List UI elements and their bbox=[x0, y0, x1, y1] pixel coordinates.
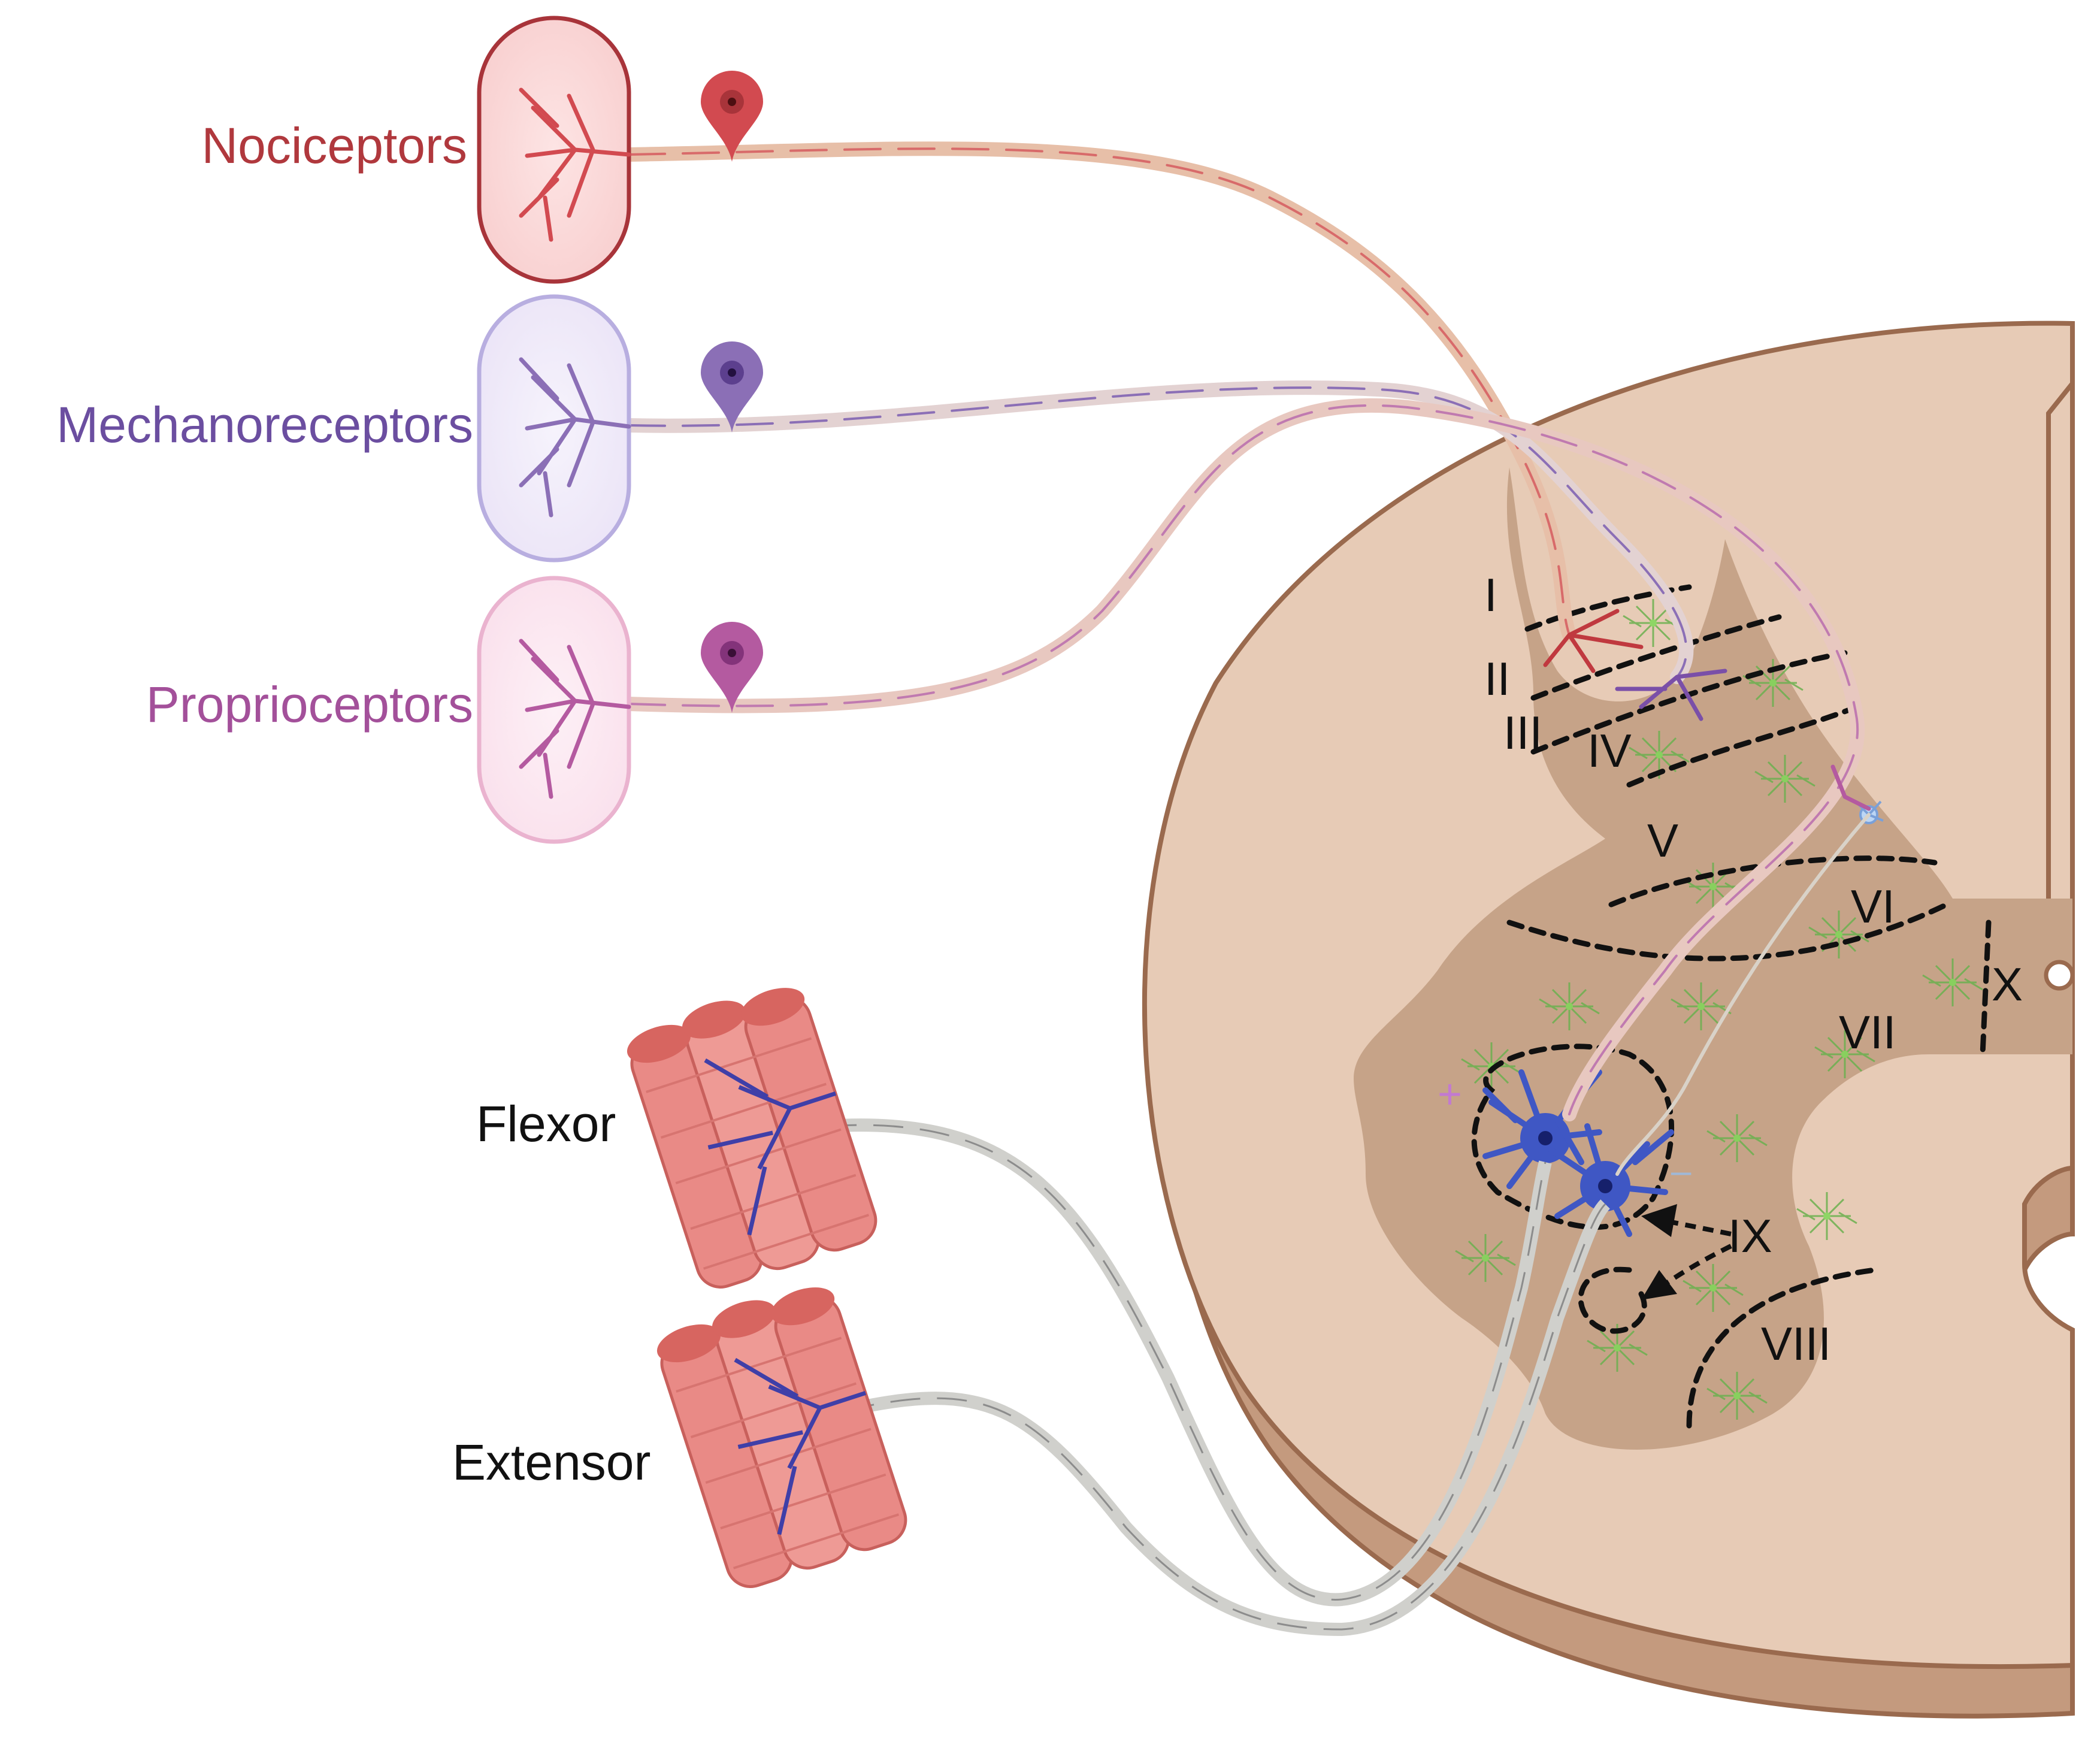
boundary-iv-v bbox=[1626, 704, 1860, 788]
receptor-proprioceptor: Proprioceptors bbox=[146, 576, 763, 844]
boundary-v-vi bbox=[1608, 855, 1938, 908]
lamina-label-viii: VIII bbox=[1761, 1317, 1831, 1370]
boundary-ix-pool bbox=[1471, 1044, 1675, 1230]
lamina-label-vii: VII bbox=[1839, 1006, 1896, 1059]
glia-icon bbox=[1808, 911, 1869, 958]
efferent-fibers bbox=[826, 1118, 1611, 1637]
extensor-label: Extensor bbox=[452, 1434, 651, 1490]
extensor-muscle-icon bbox=[656, 1287, 907, 1589]
glia-icon bbox=[1587, 1324, 1648, 1372]
nociceptor-soma-icon bbox=[701, 71, 763, 162]
proprioceptor-soma-icon bbox=[701, 622, 763, 713]
glia-icon bbox=[1814, 1030, 1875, 1078]
lamina-boundaries bbox=[1471, 584, 1992, 1429]
receptor-nociceptor: Nociceptors bbox=[201, 16, 763, 284]
lamina-label-ix: IX bbox=[1728, 1209, 1772, 1262]
interneuron-loop bbox=[1578, 1266, 1647, 1334]
proprioceptor-ending-icon bbox=[519, 639, 631, 799]
glia-icon bbox=[1922, 958, 1983, 1006]
flexor-label: Flexor bbox=[476, 1096, 616, 1152]
glia-icon bbox=[1742, 659, 1804, 707]
glia-icon bbox=[1706, 1372, 1768, 1420]
nociceptor-fiber bbox=[622, 141, 1644, 673]
boundary-ii-iii bbox=[1530, 614, 1782, 701]
dorsal-median-septum bbox=[2046, 382, 2075, 899]
boundary-viii bbox=[1686, 1267, 1878, 1429]
proprioceptors-label: Proprioceptors bbox=[146, 676, 473, 733]
boundary-vi-vii bbox=[1506, 902, 1950, 961]
glia-icon bbox=[1629, 731, 1690, 779]
nociceptor-ending-icon bbox=[519, 87, 631, 242]
flexor-muscle: Flexor bbox=[476, 988, 877, 1289]
mechanoreceptor-capsule bbox=[477, 294, 631, 562]
mechanoreceptor-fiber bbox=[622, 380, 1727, 721]
proprioceptor-fiber bbox=[622, 398, 1871, 1121]
boundary-i-ii bbox=[1524, 584, 1692, 632]
lamina-label-i: I bbox=[1484, 568, 1497, 621]
glia-icon bbox=[1683, 1264, 1744, 1312]
arrows bbox=[1641, 1204, 1732, 1300]
extensor-muscle: Extensor bbox=[452, 1287, 907, 1589]
lamina-label-vi: VI bbox=[1851, 880, 1895, 933]
glia-clusters bbox=[1455, 599, 1983, 1420]
arrow-ix-to-neuron bbox=[1671, 1220, 1732, 1236]
lamina-label-ii: II bbox=[1484, 652, 1510, 705]
central-canal bbox=[2044, 960, 2075, 991]
flexor-muscle-icon bbox=[627, 988, 877, 1289]
glia-icon bbox=[1623, 599, 1684, 647]
interneuron-projection bbox=[1615, 813, 1871, 1176]
glia-icon bbox=[1539, 982, 1600, 1030]
boundary-vii-x bbox=[1980, 920, 1992, 1057]
afferent-fibers bbox=[622, 141, 1871, 1176]
mechanoreceptor-soma-icon bbox=[701, 341, 763, 433]
receptor-mechanoreceptor: Mechanoreceptors bbox=[56, 294, 763, 562]
proprioceptor-capsule bbox=[477, 576, 631, 844]
glia-icon bbox=[1683, 863, 1744, 911]
glia-icon bbox=[1455, 1234, 1516, 1282]
nociceptors-label: Nociceptors bbox=[201, 117, 467, 174]
motor-neurons bbox=[1482, 800, 1884, 1237]
arrow-head-icon bbox=[1641, 1270, 1677, 1300]
glia-icon bbox=[1671, 982, 1732, 1030]
lamina-label-v: V bbox=[1647, 814, 1678, 867]
lamina-label-iv: IV bbox=[1587, 724, 1632, 777]
nociceptor-capsule bbox=[477, 16, 631, 284]
glia-icon bbox=[1796, 1192, 1857, 1240]
glia-icon bbox=[1754, 755, 1815, 803]
glia-icon bbox=[1706, 1114, 1768, 1162]
mechanoreceptors-label: Mechanoreceptors bbox=[56, 397, 473, 453]
arrow-head-icon bbox=[1641, 1204, 1677, 1237]
inhibitory-sign: – bbox=[1671, 1151, 1692, 1191]
mechanoreceptor-ending-icon bbox=[519, 357, 631, 518]
lamina-label-iii: III bbox=[1503, 706, 1542, 759]
lamina-label-x: X bbox=[1992, 958, 2023, 1011]
motor-neuron-extensor bbox=[1548, 1117, 1674, 1237]
excitatory-sign: + bbox=[1438, 1070, 1462, 1117]
